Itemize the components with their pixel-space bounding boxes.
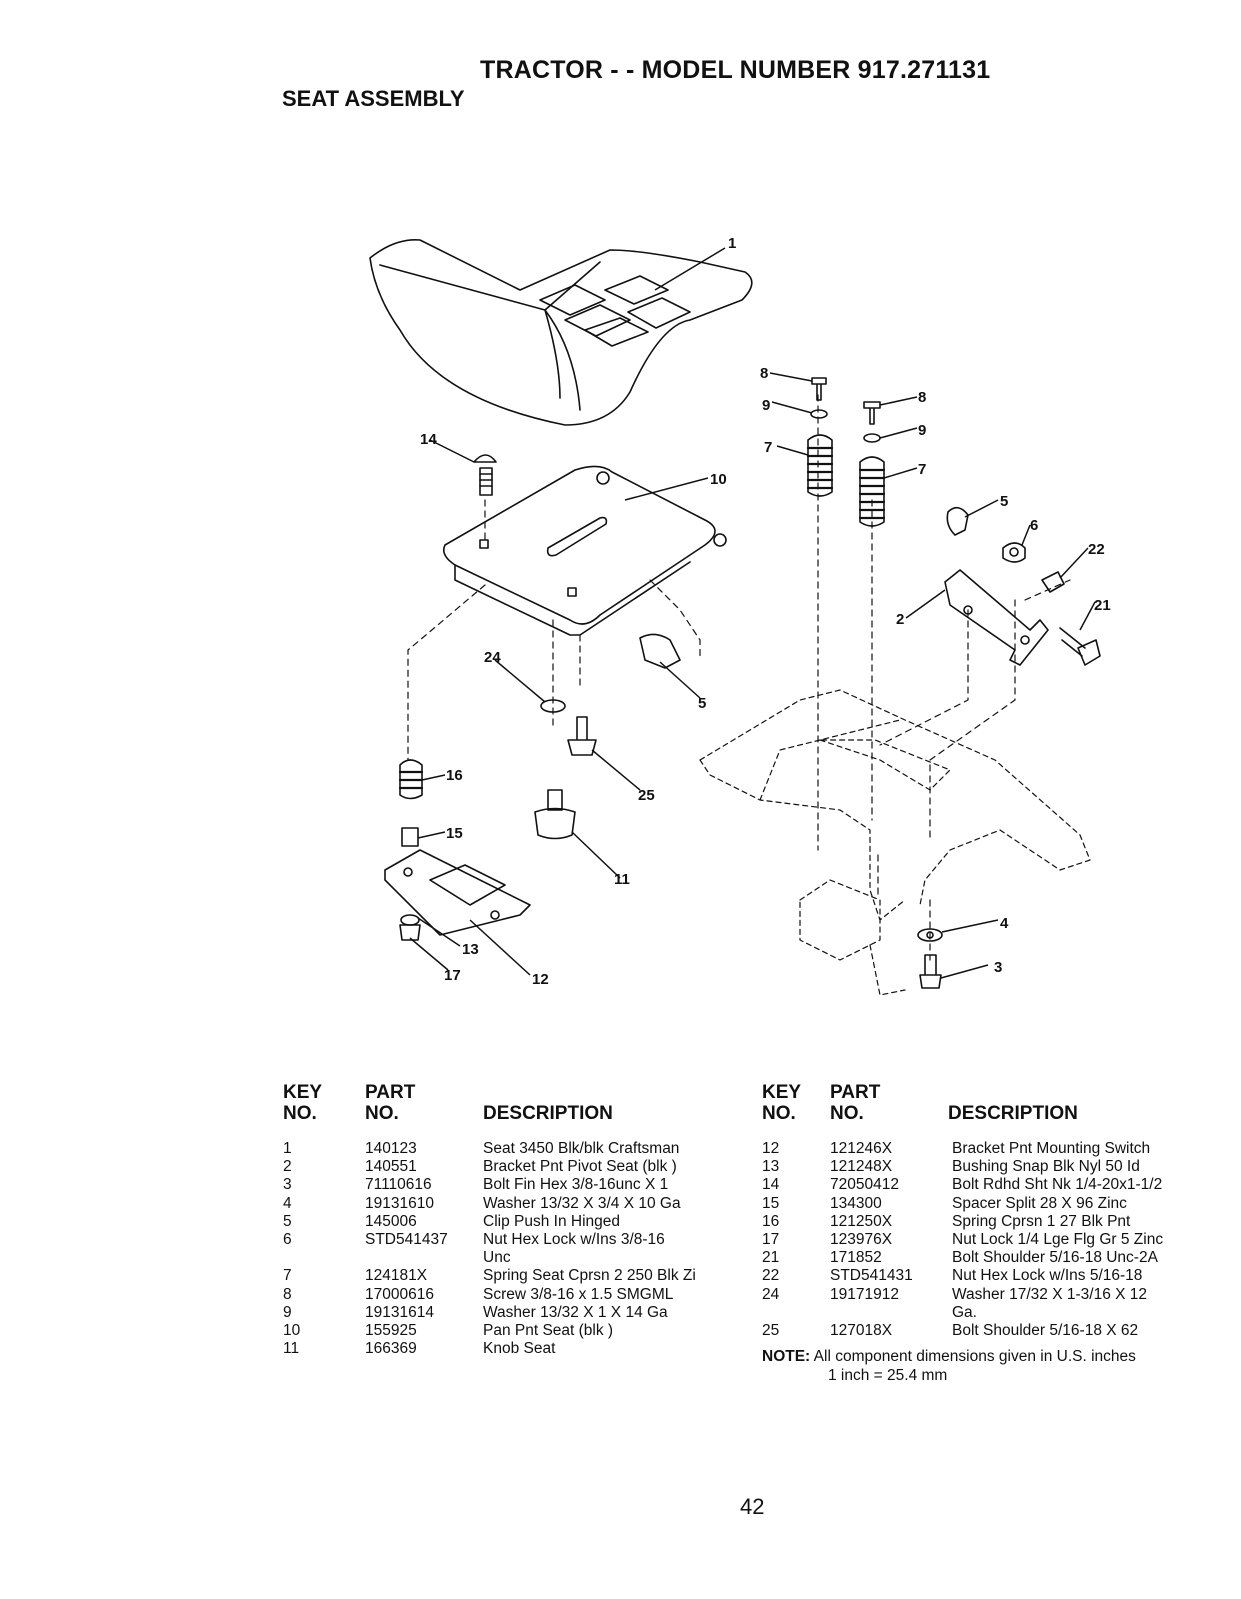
callout-6: 6 [1030, 517, 1038, 534]
callout-2: 2 [896, 611, 904, 628]
callout-22: 22 [1088, 541, 1105, 558]
page-number: 42 [740, 1494, 765, 1519]
bolt-14 [473, 454, 497, 496]
description-header: DESCRIPTION [483, 1103, 613, 1124]
callout-5-right: 5 [1000, 493, 1008, 510]
callout-14: 14 [420, 431, 437, 448]
callout-7-right: 7 [918, 461, 926, 478]
note-label: NOTE: [762, 1348, 811, 1365]
callout-25: 25 [638, 787, 655, 804]
seat-pan-part [442, 465, 727, 636]
callout-7-left: 7 [764, 439, 772, 456]
section-title: SEAT ASSEMBLY [282, 86, 465, 111]
seat-part [369, 239, 753, 426]
key-no-header: KEY NO. [762, 1082, 802, 1124]
seat-assembly-diagram: 1 2 3 4 5 5 6 7 7 8 8 9 9 10 11 12 13 14… [369, 235, 1111, 996]
callout-17: 17 [444, 967, 461, 984]
callout-9-right: 9 [918, 422, 926, 439]
callout-11: 11 [614, 871, 630, 888]
dimensions-note: NOTE: All component dimensions given in … [762, 1348, 1136, 1385]
part-no-header: PART NO. [830, 1082, 881, 1124]
pivot-bracket-part [944, 569, 1049, 666]
note-line-1: All component dimensions given in U.S. i… [813, 1348, 1136, 1365]
callout-24: 24 [484, 649, 501, 666]
spring-7-right [858, 456, 886, 527]
callout-8-left: 8 [760, 365, 768, 382]
callout-8-right: 8 [918, 389, 926, 406]
callout-21: 21 [1094, 597, 1111, 614]
callout-12: 12 [532, 971, 549, 988]
callout-9-left: 9 [762, 397, 770, 414]
callout-16: 16 [446, 767, 463, 784]
callout-13: 13 [462, 941, 479, 958]
callout-15: 15 [446, 825, 463, 842]
callout-1: 1 [728, 235, 736, 252]
page-title: TRACTOR - - MODEL NUMBER 917.271131 [480, 56, 991, 84]
callout-4: 4 [1000, 915, 1009, 932]
spring-7-left [806, 434, 834, 497]
part-no-header: PART NO. [365, 1082, 416, 1124]
callout-5-left: 5 [698, 695, 706, 712]
key-no-header: KEY NO. [283, 1082, 323, 1124]
callout-3: 3 [994, 959, 1002, 976]
description-header: DESCRIPTION [948, 1103, 1078, 1124]
callout-10: 10 [710, 471, 727, 488]
note-line-2: 1 inch = 25.4 mm [828, 1366, 948, 1384]
